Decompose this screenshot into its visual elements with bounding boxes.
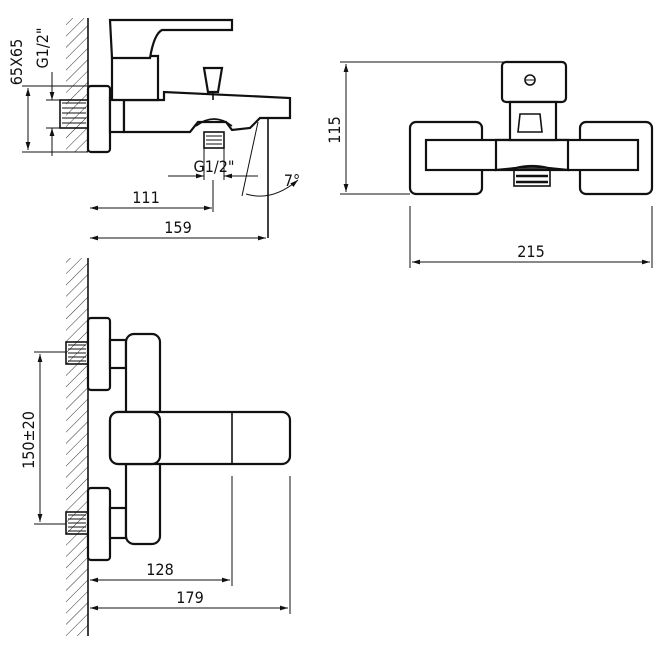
wall-hatch-top (66, 18, 88, 152)
wall-plate-upper (86, 316, 112, 392)
dim-center-distance: 150±20 (19, 411, 38, 469)
wall-hatch-bottom (66, 258, 88, 636)
dim-thread-outlet: G1/2" (194, 157, 235, 176)
dim-overall-depth-top: 179 (176, 588, 203, 607)
top-view: 150±20 128 179 (19, 258, 292, 636)
front-lever-indicator (524, 74, 536, 86)
connector-nut-side (108, 96, 126, 134)
body-column-side (110, 54, 160, 102)
front-column (508, 100, 558, 142)
side-view: 65X65 G1/2" G1/2" 111 159 7° (7, 18, 300, 241)
dim-width: 215 (517, 242, 544, 261)
nut-lower (108, 506, 128, 540)
dim-body-depth: 128 (146, 560, 173, 579)
front-view: 115 215 (325, 60, 654, 268)
dim-overall-depth-side: 159 (164, 218, 191, 237)
dim-angle: 7° (284, 171, 300, 190)
lever-side (108, 18, 234, 60)
dim-thread-top: G1/2" (33, 28, 52, 69)
front-outlet (513, 167, 551, 187)
shower-outlet (203, 131, 225, 149)
wall-plate-side (86, 84, 112, 154)
wall-plate-lower (86, 486, 112, 562)
dim-height: 115 (325, 116, 344, 143)
diverter-knob (202, 66, 224, 94)
dim-wall-plate: 65X65 (7, 39, 26, 85)
nut-upper (108, 338, 128, 370)
dim-spout-reach: 111 (132, 188, 159, 207)
faucet-body-side (122, 90, 292, 134)
top-lever (108, 410, 162, 466)
front-body (494, 138, 570, 172)
